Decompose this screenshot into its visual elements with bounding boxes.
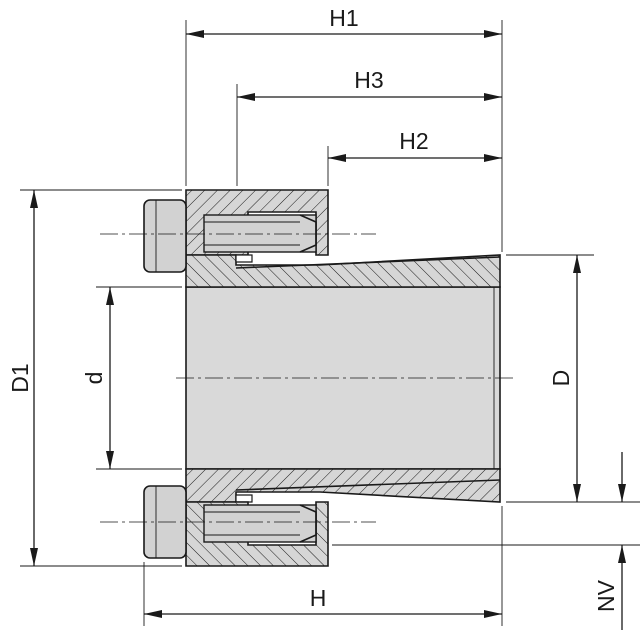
label-h2: H2	[399, 128, 428, 154]
label-h1: H1	[329, 5, 358, 31]
dimension-h3: H3	[237, 67, 502, 101]
upper-section	[100, 189, 501, 288]
bore-section	[176, 286, 516, 470]
label-h: H	[310, 585, 327, 611]
label-d-small: d	[81, 372, 107, 385]
label-h3: H3	[354, 67, 383, 93]
dimension-d-small: d	[81, 287, 114, 469]
dimension-h: H	[144, 585, 502, 618]
dimension-d1: D1	[7, 190, 38, 566]
dimension-h2: H2	[328, 128, 502, 162]
dimension-nv: NV	[593, 452, 626, 630]
lower-section	[100, 468, 501, 567]
dimension-h1: H1	[186, 5, 502, 38]
label-nv: NV	[593, 579, 619, 612]
label-d-large: D	[548, 370, 574, 387]
label-d1: D1	[7, 363, 33, 392]
dimension-d-large: D	[548, 255, 581, 502]
